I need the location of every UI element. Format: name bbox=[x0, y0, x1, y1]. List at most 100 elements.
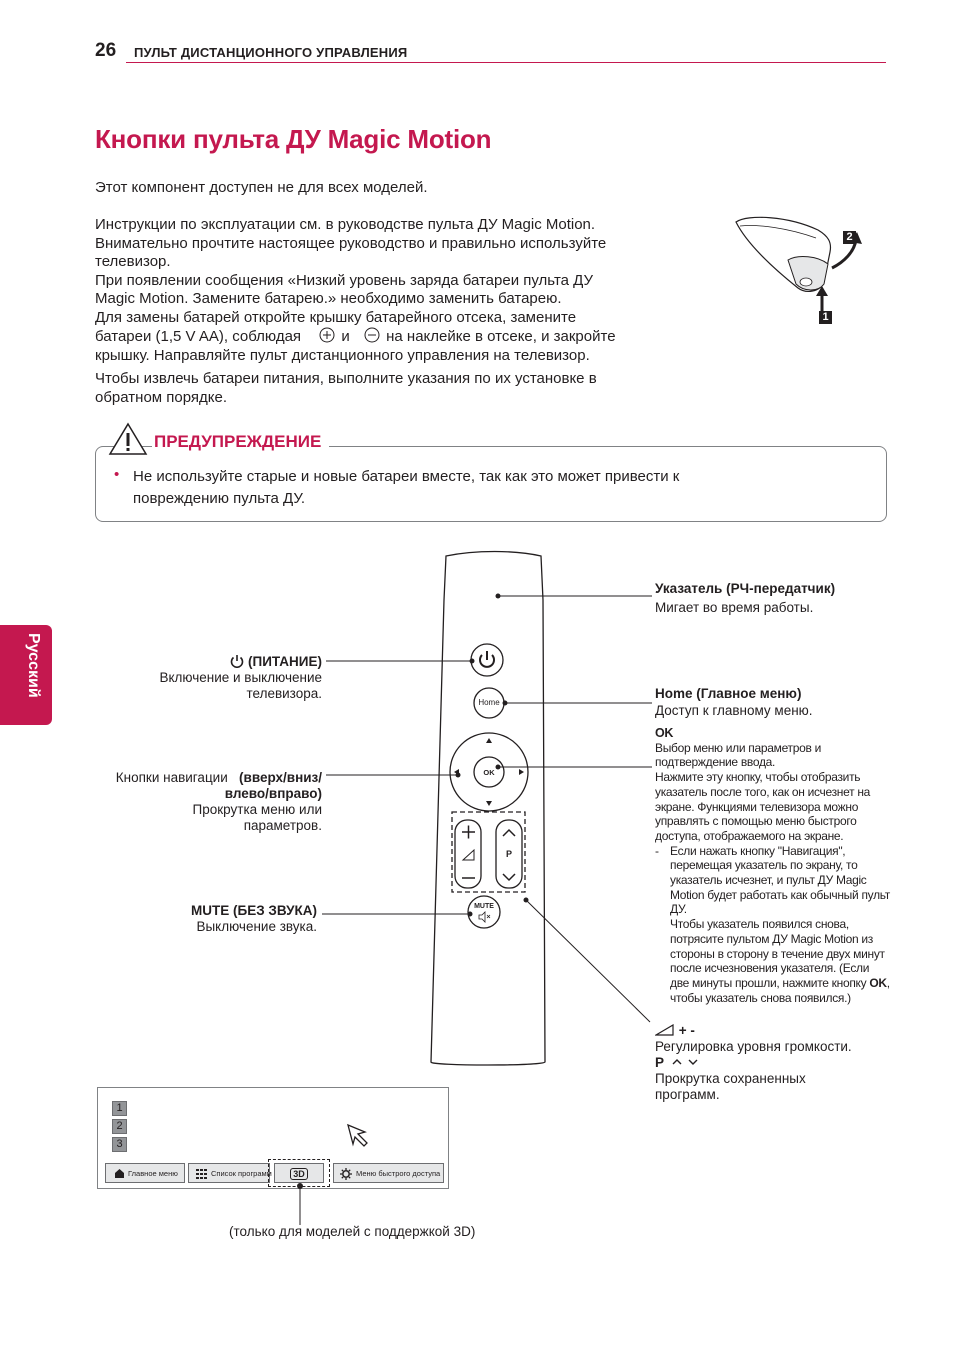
text-part: две минуты прошли, нажмите кнопку bbox=[670, 975, 870, 990]
callout-mute: MUTE (БЕЗ ЗВУКА) Выключение звука. bbox=[120, 903, 317, 935]
chevron-up-icon bbox=[672, 1059, 682, 1065]
warning-bullet: • bbox=[114, 466, 120, 483]
text-line: повреждению пульта ДУ. bbox=[133, 490, 306, 507]
power-icon bbox=[231, 655, 244, 669]
section-title: ПУЛЬТ ДИСТАНЦИОННОГО УПРАВЛЕНИЯ bbox=[134, 45, 408, 60]
minus-circle-icon bbox=[364, 327, 380, 343]
warning-box bbox=[95, 446, 887, 522]
number-badge: 1 bbox=[112, 1101, 127, 1116]
text-line: экране. Функциями телевизора можно bbox=[655, 799, 859, 814]
text-part: батареи (1,5 V AA), соблюдая bbox=[95, 328, 302, 345]
screen-caption: (только для моделей с поддержкой 3D) bbox=[229, 1224, 476, 1239]
screen-button-quick-menu[interactable]: Меню быстрого доступа bbox=[333, 1163, 444, 1183]
text-part: на наклейке в отсеке, и закройте bbox=[386, 328, 616, 345]
text-line: ДУ. bbox=[670, 902, 687, 917]
volume-icon bbox=[653, 1023, 674, 1036]
home-button-label: Home bbox=[478, 698, 500, 707]
text-line: перемещая указатель по экрану, то bbox=[670, 858, 858, 873]
callout-desc: Выключение звука. bbox=[196, 919, 317, 934]
screen-button-home[interactable]: Главное меню bbox=[105, 1163, 185, 1183]
text-line: указатель после того, как он исчезнет на bbox=[655, 784, 871, 799]
power-title-line: (ПИТАНИЕ) bbox=[100, 654, 322, 670]
volume-title-line: + - bbox=[653, 1023, 852, 1039]
text-line: Чтобы указатель появился снова, bbox=[670, 917, 849, 932]
screen-button-3d[interactable]: 3D bbox=[274, 1163, 324, 1183]
text-line: влево/вправо) bbox=[224, 786, 322, 801]
callout-ok: OK Выбор меню или параметров и подтвержд… bbox=[655, 726, 905, 1005]
text-line: Не используйте старые и новые батареи вм… bbox=[133, 468, 680, 485]
text-line: указатель исчезнет, и пульт ДУ Magic bbox=[670, 873, 867, 888]
callout-title: Указатель (РЧ-передатчик) bbox=[655, 581, 836, 596]
callout-desc: Мигает во время работы. bbox=[655, 600, 814, 615]
text-part: P bbox=[655, 1055, 665, 1070]
callout-desc: телевизора. bbox=[246, 686, 322, 701]
callout-title: OK bbox=[655, 726, 674, 740]
text-line: доступа, отображаемого на экране. bbox=[655, 828, 844, 843]
page-title: Кнопки пульта ДУ Magic Motion bbox=[95, 124, 492, 154]
screen-number-list: 1 2 3 bbox=[112, 1101, 127, 1152]
text-line: две минуты прошли, нажмите кнопку OK, bbox=[670, 976, 905, 991]
button-label: 3D bbox=[290, 1168, 308, 1180]
callout-desc: Прокрутка сохраненных bbox=[655, 1071, 806, 1086]
button-label: Список программ bbox=[211, 1169, 272, 1178]
callout-navigation: Кнопки навигации (вверх/вниз/ влево/впра… bbox=[80, 770, 322, 834]
ok-button-shape bbox=[473, 756, 505, 788]
dash: - bbox=[655, 843, 659, 858]
text-line: Motion будет работать как обычный пульт bbox=[670, 887, 890, 902]
step-badge-1: 1 bbox=[819, 311, 832, 324]
text-line: стороны в сторону в течение двух минут bbox=[670, 946, 885, 961]
number-badge: 2 bbox=[112, 1119, 127, 1134]
language-tab: Русский bbox=[0, 625, 52, 725]
text-line: Инструкции по эксплуатации см. в руковод… bbox=[95, 216, 596, 233]
power-icon bbox=[479, 651, 495, 668]
text-line: Чтобы извлечь батареи питания, выполните… bbox=[95, 370, 597, 387]
channel-down-icon bbox=[502, 873, 516, 882]
caption-leader bbox=[297, 1183, 303, 1225]
ok-button-label: OK bbox=[483, 768, 495, 777]
callout-desc: параметров. bbox=[243, 818, 322, 833]
text-line: управлять с помощью меню быстрого bbox=[655, 814, 857, 829]
text-part: (вверх/вниз/ bbox=[239, 770, 322, 785]
leader-volume bbox=[525, 899, 651, 1023]
screen-button-channel-list[interactable]: Список программ bbox=[188, 1163, 272, 1183]
speaker-muted-icon bbox=[478, 911, 491, 923]
channel-rocker bbox=[495, 819, 523, 889]
text-line: Если нажать кнопку "Навигация", bbox=[670, 843, 846, 858]
button-label: Главное меню bbox=[128, 1169, 178, 1178]
header-rule bbox=[126, 62, 886, 63]
text-line: чтобы указатель снова появился.) bbox=[670, 990, 851, 1005]
page-number: 26 bbox=[95, 40, 117, 61]
nav-title-line: Кнопки навигации (вверх/вниз/ bbox=[80, 770, 322, 786]
warning-triangle-icon bbox=[108, 422, 148, 455]
grid-icon bbox=[196, 1169, 207, 1179]
text-line: Выбор меню или параметров и bbox=[655, 740, 822, 755]
callout-pointer: Указатель (РЧ-передатчик) Мигает во врем… bbox=[655, 581, 835, 616]
text-line: При появлении сообщения «Низкий уровень … bbox=[95, 271, 594, 289]
paragraph-availability: Этот компонент доступен не для всех моде… bbox=[95, 179, 428, 196]
warning-title: ПРЕДУПРЕЖДЕНИЕ bbox=[152, 432, 330, 452]
house-icon bbox=[115, 1169, 124, 1178]
volume-plus-icon bbox=[462, 825, 475, 839]
channel-label: P bbox=[505, 849, 512, 859]
text-part: + - bbox=[678, 1023, 695, 1038]
callout-power: (ПИТАНИЕ) Включение и выключение телевиз… bbox=[100, 654, 322, 702]
callout-title: Home (Главное меню) bbox=[655, 686, 802, 701]
gear-icon bbox=[340, 1168, 352, 1180]
text-line: подтверждение ввода. bbox=[655, 755, 776, 770]
text-part: , bbox=[886, 975, 890, 990]
plus-circle-icon bbox=[319, 327, 335, 343]
mute-button-label: MUTE bbox=[474, 903, 494, 910]
text-line: телевизор. bbox=[95, 253, 171, 270]
callout-home: Home (Главное меню) Доступ к главному ме… bbox=[655, 686, 813, 719]
volume-icon bbox=[461, 848, 475, 861]
channel-up-icon bbox=[502, 828, 516, 837]
arrow-right-icon bbox=[519, 769, 524, 775]
text-part: (ПИТАНИЕ) bbox=[248, 654, 322, 669]
callout-desc: Регулировка уровня громкости. bbox=[655, 1039, 852, 1054]
text-line: Magic Motion. Замените батарею.» необход… bbox=[95, 290, 562, 307]
callout-title: MUTE (БЕЗ ЗВУКА) bbox=[191, 903, 317, 918]
callout-desc: Прокрутка меню или bbox=[192, 802, 322, 817]
callout-desc: программ. bbox=[655, 1087, 720, 1102]
volume-rocker bbox=[454, 819, 482, 889]
